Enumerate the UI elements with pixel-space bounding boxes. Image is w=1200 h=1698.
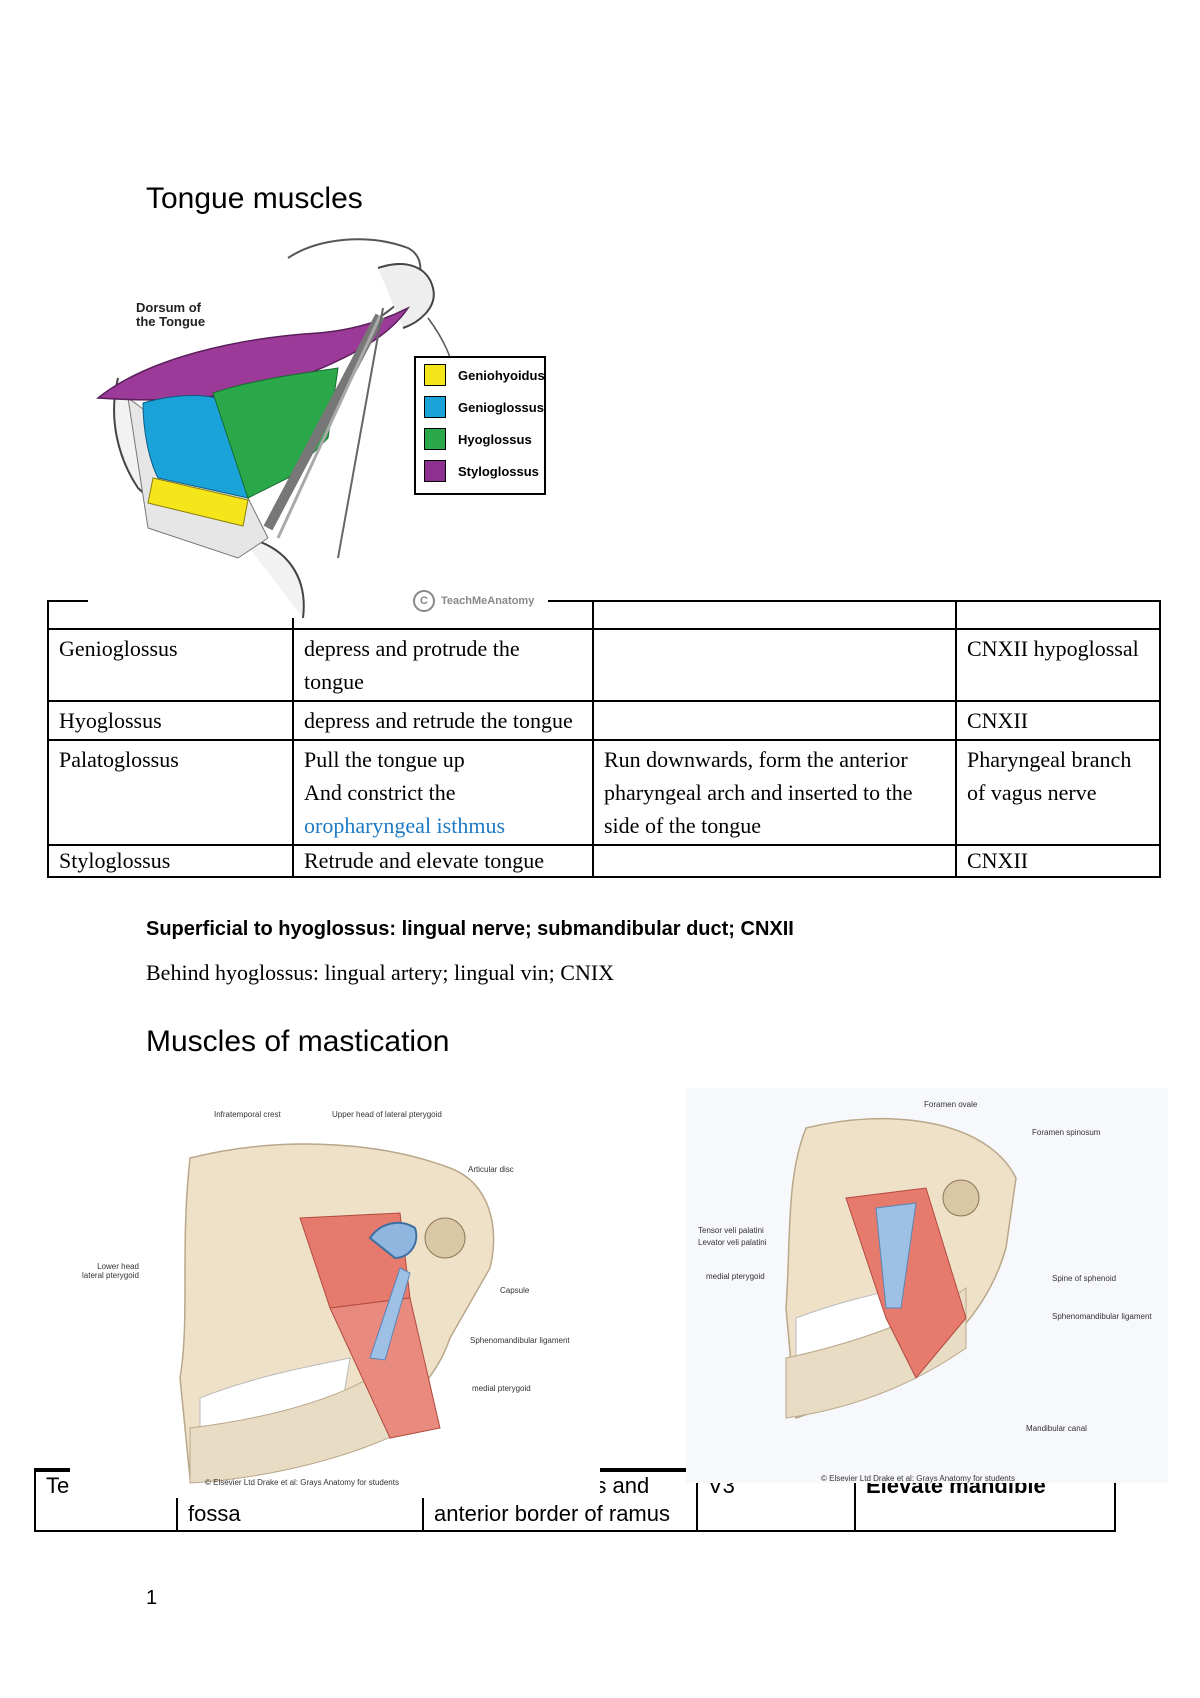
nerve-cell: CNXII hypoglossal: [955, 628, 1161, 702]
figure-credit: © Elsevier Ltd Drake et al: Grays Anatom…: [821, 1474, 1015, 1483]
legend-swatch: [424, 364, 446, 386]
figure-label: Spine of sphenoid: [1052, 1274, 1117, 1283]
legend-item-hyoglossus: Hyoglossus: [424, 426, 532, 452]
oropharyngeal-isthmus-link[interactable]: oropharyngeal isthmus: [304, 813, 506, 838]
note-superficial: Superficial to hyoglossus: lingual nerve…: [146, 918, 794, 940]
figure-label: Upper head of lateral pterygoid: [332, 1110, 442, 1119]
tongue-illustration: [96, 238, 459, 618]
note-behind: Behind hyoglossus: lingual artery; lingu…: [146, 960, 615, 985]
course-cell: [592, 628, 957, 702]
action-cell: Pull the tongue up And constrict the oro…: [292, 739, 594, 846]
nerve-cell: CNXII: [955, 844, 1161, 878]
table-row: Palatoglossus Pull the tongue up And con…: [47, 739, 1161, 846]
course-cell: [592, 844, 957, 878]
figure-label: Sphenomandibular ligament: [470, 1336, 570, 1345]
figure-label: Foramen ovale: [924, 1100, 978, 1109]
legend-label: Hyoglossus: [458, 431, 532, 447]
tongue-muscles-figure: Dorsum of the Tongue Geniohyoidus Geniog…: [88, 228, 548, 618]
nerve-cell: CNXII: [955, 700, 1161, 741]
figure-legend: Geniohyoidus Genioglossus Hyoglossus Sty…: [414, 356, 546, 495]
figure-credit: © Elsevier Ltd Drake et al: Grays Anatom…: [205, 1478, 399, 1487]
nerve-cell: Pharyngeal branch of vagus nerve: [955, 739, 1161, 846]
copyright-icon: C: [413, 590, 435, 612]
muscle-cell: Styloglossus: [47, 844, 294, 878]
figure-label: Sphenomandibular ligament: [1052, 1312, 1152, 1321]
course-cell: Run downwards, form the anterior pharyng…: [592, 739, 957, 846]
action-line: Pull the tongue up: [304, 747, 465, 772]
figure-label: Infratemporal crest: [214, 1110, 281, 1119]
legend-item-geniohyoidus: Geniohyoidus: [424, 362, 545, 388]
table-row: Genioglossus depress and protrude the to…: [47, 628, 1161, 702]
legend-swatch: [424, 428, 446, 450]
page-number: 1: [146, 1587, 158, 1609]
tongue-muscles-table: Genioglossus depress and protrude the to…: [47, 600, 1161, 878]
mastication-figure-left: Infratemporal crest Upper head of latera…: [70, 1098, 600, 1498]
legend-item-genioglossus: Genioglossus: [424, 394, 544, 420]
muscle-cell: Hyoglossus: [47, 700, 294, 741]
dorsum-label: Dorsum of the Tongue: [136, 300, 206, 329]
action-cell: Retrude and elevate tongue: [292, 844, 594, 878]
table-row: Styloglossus Retrude and elevate tongue …: [47, 844, 1161, 878]
figure-label: Tensor veli palatini: [698, 1226, 764, 1235]
legend-swatch: [424, 460, 446, 482]
action-line: And constrict the: [304, 780, 456, 805]
figure-label: medial pterygoid: [706, 1272, 765, 1281]
legend-swatch: [424, 396, 446, 418]
figure-label: Foramen spinosum: [1032, 1128, 1101, 1137]
action-cell: depress and retrude the tongue: [292, 700, 594, 741]
figure-label: Articular disc: [468, 1165, 514, 1174]
figure-label: Levator veli palatini: [698, 1238, 767, 1247]
legend-label: Genioglossus: [458, 399, 544, 415]
mastication-figure-right: Foramen ovale Foramen spinosum Tensor ve…: [686, 1088, 1168, 1483]
figure-label: Lower head lateral pterygoid: [82, 1262, 139, 1280]
course-cell: [592, 700, 957, 741]
watermark: C TeachMeAnatomy: [413, 590, 534, 612]
legend-label: Geniohyoidus: [458, 367, 545, 383]
muscle-cell: Palatoglossus: [47, 739, 294, 846]
muscle-cell: Genioglossus: [47, 628, 294, 702]
table-row: Hyoglossus depress and retrude the tongu…: [47, 700, 1161, 741]
legend-label: Styloglossus: [458, 463, 539, 479]
watermark-text: TeachMeAnatomy: [441, 595, 535, 607]
section-title-tongue: Tongue muscles: [146, 182, 363, 215]
lateral-pterygoid-illustration: [179, 1143, 495, 1484]
medial-pterygoid-illustration: [785, 1117, 1017, 1420]
section-title-mastication: Muscles of mastication: [146, 1025, 450, 1058]
figure-label: Capsule: [500, 1286, 530, 1295]
figure-label: medial pterygoid: [472, 1384, 531, 1393]
legend-item-styloglossus: Styloglossus: [424, 458, 539, 484]
action-cell: depress and protrude the tongue: [292, 628, 594, 702]
figure-label: Mandibular canal: [1026, 1424, 1087, 1433]
